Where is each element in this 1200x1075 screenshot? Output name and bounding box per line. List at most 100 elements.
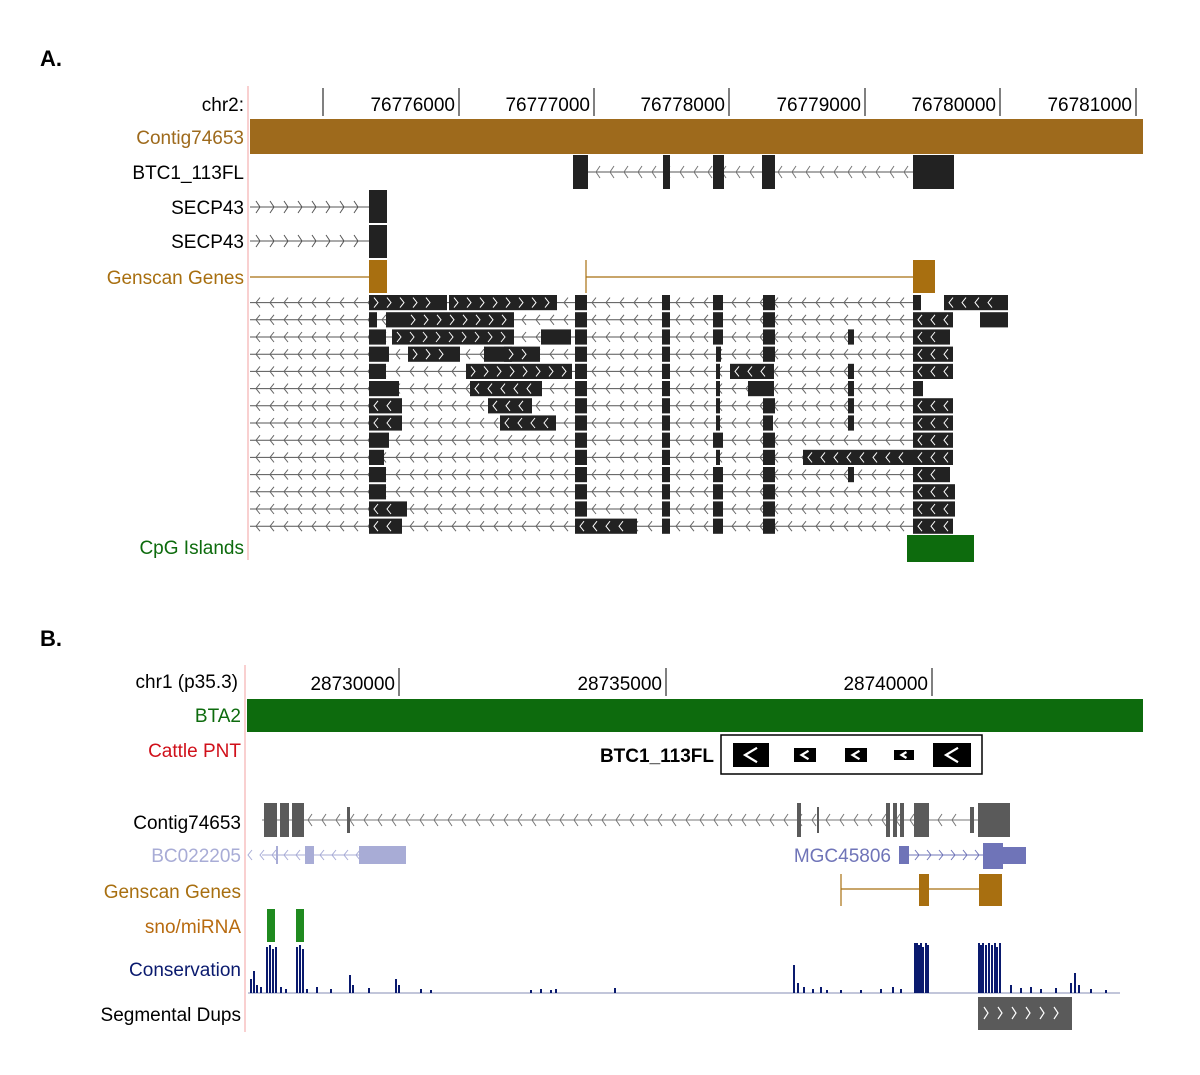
strand-arrow [465, 503, 471, 515]
strand-arrow [619, 314, 625, 326]
strand-arrow [297, 400, 303, 412]
strand-arrow [307, 813, 313, 827]
strand-arrow [425, 348, 431, 360]
conservation-peak [826, 990, 828, 993]
strand-arrow [521, 520, 527, 532]
strand-arrow [507, 469, 513, 480]
panel-b-chrom-label: chr1 (p35.3) [136, 672, 238, 693]
strand-arrow [297, 234, 303, 248]
strand-arrow [283, 503, 289, 515]
strand-arrow [930, 469, 936, 480]
strand-arrow [479, 486, 485, 498]
strand-arrow [787, 503, 793, 515]
strand-arrow [518, 400, 524, 412]
strand-arrow [449, 314, 455, 326]
strand-arrow [507, 503, 513, 515]
strand-arrow [983, 1006, 989, 1020]
strand-arrow [353, 366, 359, 377]
strand-arrow [423, 383, 429, 394]
strand-arrow [521, 486, 527, 498]
strand-arrow [269, 520, 275, 532]
strand-arrow [549, 452, 555, 463]
strand-arrow [605, 469, 611, 480]
exon-block [713, 518, 723, 534]
strand-arrow [675, 520, 681, 532]
track-label-btc1-113fl: BTC1_113FL [132, 163, 244, 184]
strand-arrow [703, 400, 709, 412]
strand-arrow [591, 503, 597, 515]
strand-arrow [805, 165, 811, 179]
strand-arrow [801, 383, 807, 394]
exon-block [369, 467, 386, 483]
strand-arrow [521, 314, 527, 326]
strand-arrow [787, 400, 793, 412]
strand-arrow [605, 486, 611, 498]
inset-exon-block [933, 743, 971, 767]
strand-arrow [943, 348, 949, 360]
strand-arrow [255, 486, 261, 498]
strand-arrow [689, 417, 695, 429]
strand-arrow [283, 849, 289, 861]
strand-arrow [522, 366, 528, 377]
strand-arrow [591, 383, 597, 394]
strand-arrow [801, 417, 807, 429]
strand-arrow [899, 520, 905, 532]
exon-block [408, 346, 460, 362]
strand-arrow [283, 348, 289, 360]
strand-arrow [843, 486, 849, 498]
conservation-peak [1070, 983, 1072, 993]
strand-arrow [493, 520, 499, 532]
strand-arrow [451, 452, 457, 463]
strand-arrow [437, 486, 443, 498]
strand-arrow [325, 314, 331, 326]
strand-arrow [657, 813, 663, 827]
strand-arrow [549, 503, 555, 515]
est-alignment-row [250, 346, 953, 362]
conservation-peak [306, 989, 308, 993]
conservation-peak [253, 971, 255, 993]
strand-arrow [409, 486, 415, 498]
track-label-cattle-pnt: Cattle PNT [148, 741, 241, 762]
strand-arrow [339, 234, 345, 248]
strand-arrow [885, 520, 891, 532]
exon-block [466, 363, 572, 379]
strand-arrow [619, 400, 625, 412]
strand-arrow [846, 452, 852, 463]
strand-arrow [899, 366, 905, 377]
strand-arrow [505, 400, 511, 412]
strand-arrow [283, 400, 289, 412]
strand-arrows [255, 486, 905, 498]
conservation-peak [1090, 989, 1092, 993]
strand-arrow [930, 331, 936, 343]
strand-arrow [549, 400, 555, 412]
strand-arrow [633, 434, 639, 446]
strand-arrow [297, 417, 303, 429]
strand-arrow [909, 813, 915, 827]
conservation-peak [925, 943, 927, 993]
exon-block [983, 843, 1003, 869]
strand-arrow [689, 400, 695, 412]
strand-arrow [871, 348, 877, 360]
exon-block [575, 398, 587, 414]
strand-arrow [839, 813, 845, 827]
conservation-peak [812, 989, 814, 993]
conservation-peak [840, 990, 842, 993]
est-alignment-row [250, 363, 953, 379]
strand-arrow [465, 417, 471, 429]
strand-arrow [829, 331, 835, 343]
strand-arrow [871, 331, 877, 343]
strand-arrow [872, 452, 878, 463]
strand-arrow [857, 383, 863, 394]
strand-arrow [759, 469, 765, 480]
strand-arrow [521, 348, 527, 360]
exon-block [575, 484, 587, 500]
strand-arrow [409, 503, 415, 515]
strand-arrow [549, 383, 555, 394]
strand-arrow [731, 486, 737, 498]
strand-arrows [917, 314, 949, 326]
strand-arrow [857, 486, 863, 498]
exon-block [369, 190, 387, 223]
strand-arrow [423, 503, 429, 515]
strand-arrow [396, 331, 402, 343]
strand-arrow [605, 366, 611, 377]
